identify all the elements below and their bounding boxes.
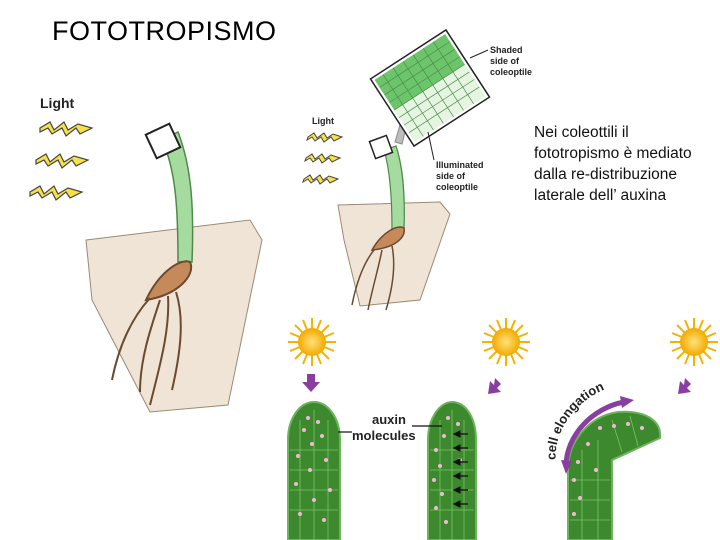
purple-arrow-icon <box>302 374 691 394</box>
coleoptile-bent <box>161 130 194 263</box>
middle-panel: Light <box>302 28 532 311</box>
auxin-molecules-label: auxin molecules <box>352 412 416 443</box>
coleoptile-tip-box-middle <box>368 134 394 160</box>
sun-icon <box>288 318 336 366</box>
auxin-transport-arrows <box>452 430 468 508</box>
coleoptile-tissue-1 <box>287 400 341 540</box>
shaded-leader-line <box>469 49 489 59</box>
elongation-arrowhead-icon <box>561 460 572 474</box>
illuminated-leader-line <box>427 131 435 161</box>
soil-middle <box>337 201 451 307</box>
light-label-middle: Light <box>312 116 334 126</box>
coleoptile-tip-box <box>144 122 182 160</box>
seed-roots-middle <box>351 226 405 311</box>
shaded-side-label: Shaded side of coleoptile <box>490 45 532 77</box>
coleoptile-tissue-3-bent <box>567 410 662 540</box>
elongation-arrowhead-icon <box>620 396 634 408</box>
light-rays-icon <box>29 121 94 201</box>
cell-elongation-arrow-icon <box>563 399 625 467</box>
illuminated-side-label: Illuminated side of coleoptile <box>436 160 486 192</box>
cell-inset <box>369 28 491 148</box>
coleoptile-middle <box>383 145 405 231</box>
light-rays-small-icon <box>302 132 344 185</box>
sun-icon <box>482 318 530 366</box>
page-title: FOTOTROPISMO <box>52 16 277 46</box>
caption-text: Nei coleottili il fototropismo è mediato… <box>534 124 692 204</box>
sun-icon <box>670 318 718 366</box>
light-label-left: Light <box>40 95 75 111</box>
soil <box>85 219 263 413</box>
seed-roots <box>111 260 193 406</box>
bottom-panel: auxin molecules cell elongation <box>287 318 718 540</box>
left-panel: Light <box>29 95 263 413</box>
coleoptile-tissue-2 <box>427 400 477 540</box>
